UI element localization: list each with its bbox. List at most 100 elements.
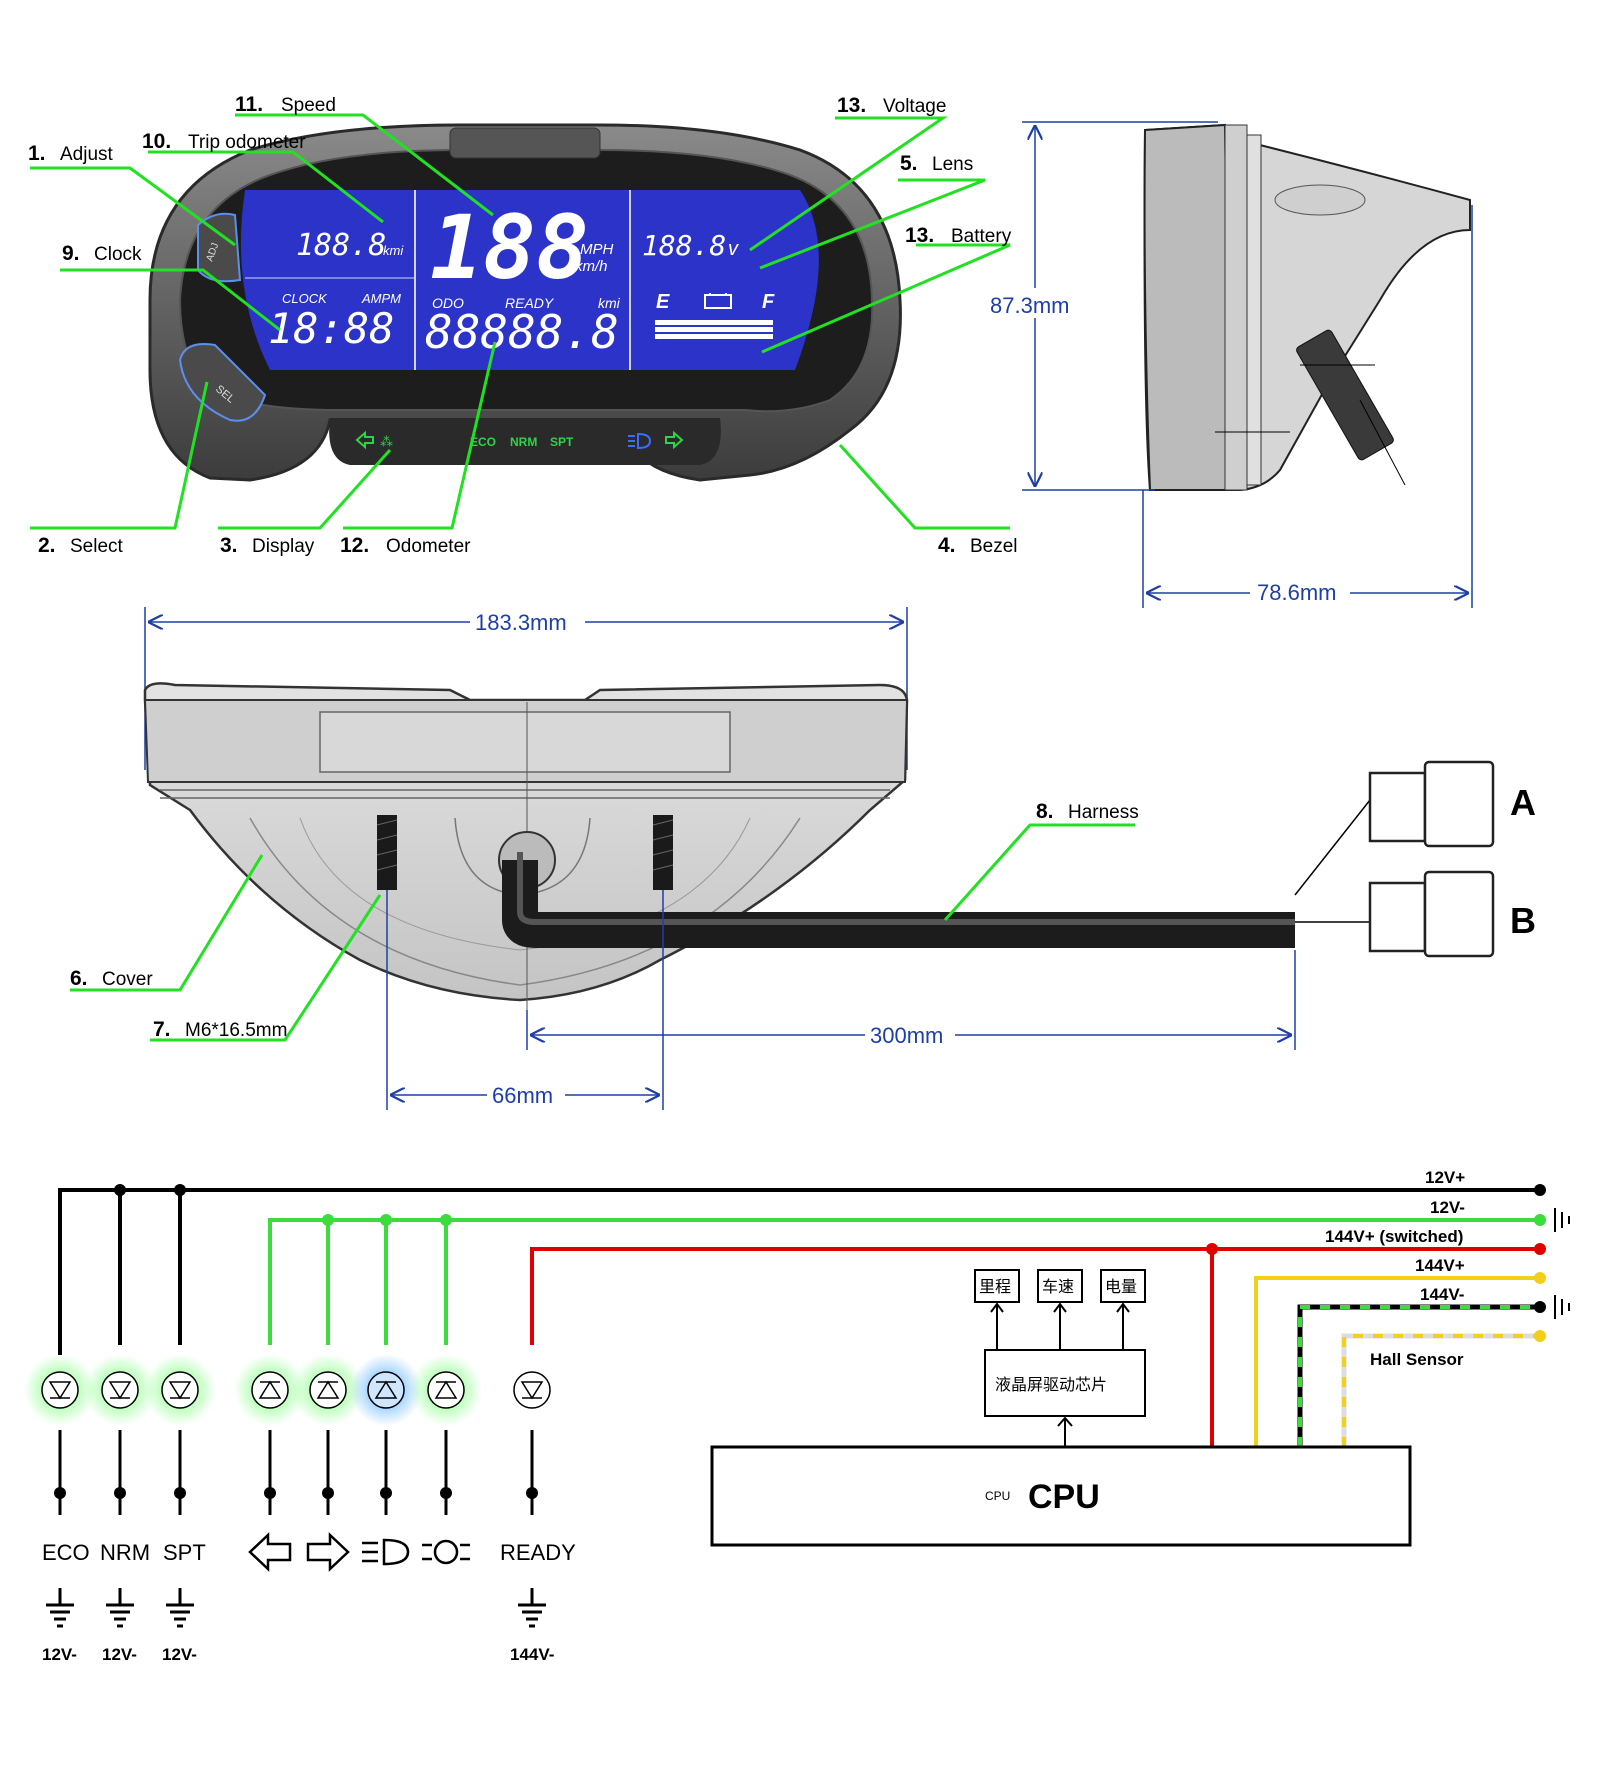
adjust-button[interactable]: ADJ bbox=[197, 212, 242, 283]
back-view: A B bbox=[143, 682, 1536, 1010]
svg-text:183.3mm: 183.3mm bbox=[475, 610, 567, 635]
battery-icon bbox=[704, 293, 732, 309]
battery-bar-graph bbox=[655, 320, 773, 339]
svg-text:Trip odometer: Trip odometer bbox=[188, 132, 306, 153]
svg-text:7.: 7. bbox=[153, 1018, 171, 1041]
ground-icon-12v-minus bbox=[1554, 1208, 1570, 1232]
lcd-odo-label: ODO bbox=[432, 295, 464, 311]
wire-label-144v-minus: 144V- bbox=[1420, 1285, 1464, 1304]
lcd-voltage-unit: v bbox=[728, 238, 739, 260]
callout-select: 2. Select bbox=[38, 534, 124, 557]
svg-text:6.: 6. bbox=[70, 967, 88, 990]
led-label-spt: SPT bbox=[163, 1540, 206, 1565]
svg-text:Harness: Harness bbox=[1068, 802, 1139, 823]
bolt-spacing-dimension: 66mm bbox=[386, 890, 664, 1110]
callout-cover: 6.Cover bbox=[70, 967, 153, 990]
sub-box-speed: 车速 bbox=[1037, 1269, 1083, 1303]
callout-odometer: 12.Odometer bbox=[340, 534, 471, 557]
led-label-eco: ECO bbox=[42, 1540, 90, 1565]
indicator-nrm: NRM bbox=[510, 435, 537, 449]
svg-text:里程: 里程 bbox=[979, 1277, 1011, 1296]
sub-box-odometer: 里程 bbox=[974, 1269, 1020, 1303]
callout-speed: 11. Speed bbox=[235, 93, 336, 116]
callout-trip-odometer: 10. Trip odometer bbox=[142, 130, 306, 153]
lcd-trip-value: 188.8 bbox=[296, 228, 386, 263]
led-label-nrm: NRM bbox=[100, 1540, 150, 1565]
svg-text:78.6mm: 78.6mm bbox=[1257, 580, 1336, 605]
wire-label-hall-sensor: Hall Sensor bbox=[1370, 1350, 1464, 1369]
callout-lens: 5. Lens bbox=[900, 152, 973, 175]
svg-text:10.: 10. bbox=[142, 130, 171, 153]
svg-text:2.: 2. bbox=[38, 534, 56, 557]
lcd-fuel-f: F bbox=[762, 291, 775, 313]
lcd-clock-label: CLOCK bbox=[282, 291, 328, 306]
svg-text:12.: 12. bbox=[340, 534, 369, 557]
lcd-fuel-e: E bbox=[656, 291, 670, 313]
lcd-trip-unit: kmi bbox=[383, 243, 404, 258]
right-turn-symbol-icon bbox=[306, 1532, 350, 1572]
svg-text:Clock: Clock bbox=[94, 244, 142, 265]
sub-box-charge: 电量 bbox=[1100, 1269, 1146, 1303]
connector-b: B bbox=[1368, 870, 1536, 958]
indicator-eco: ECO bbox=[470, 435, 496, 449]
lcd-odo-unit: kmi bbox=[598, 295, 621, 311]
svg-text:300mm: 300mm bbox=[870, 1023, 943, 1048]
svg-text:11.: 11. bbox=[235, 93, 263, 116]
mount-bolt-left bbox=[376, 815, 398, 890]
wire-12v-plus bbox=[58, 1188, 1545, 1355]
ground-label-ready: 144V- bbox=[510, 1645, 554, 1664]
svg-text:B: B bbox=[1510, 900, 1536, 941]
ground-label-spt: 12V- bbox=[162, 1645, 197, 1664]
wire-144v-plus bbox=[1254, 1276, 1545, 1447]
led-left-turn bbox=[234, 1354, 306, 1426]
svg-text:Voltage: Voltage bbox=[883, 96, 946, 117]
ground-label-nrm: 12V- bbox=[102, 1645, 137, 1664]
callout-bezel: 4.Bezel bbox=[938, 534, 1018, 557]
wire-144v-minus bbox=[1297, 1304, 1545, 1447]
svg-text:Battery: Battery bbox=[951, 226, 1012, 247]
wire-12v-minus bbox=[268, 1218, 1545, 1345]
svg-text:3.: 3. bbox=[220, 534, 238, 557]
cpu-prefix: CPU bbox=[985, 1489, 1010, 1503]
back-callout-lines bbox=[70, 823, 1135, 1042]
indicator-strip: ⁂ ECO NRM SPT bbox=[329, 418, 721, 465]
right-turn-icon bbox=[665, 430, 684, 450]
svg-text:M6*16.5mm: M6*16.5mm bbox=[185, 1020, 287, 1041]
wire-label-144v-switched: 144V+ (switched) bbox=[1325, 1227, 1463, 1246]
svg-text:5.: 5. bbox=[900, 152, 918, 175]
wire-label-144v-plus: 144V+ bbox=[1415, 1256, 1465, 1275]
mount-bolt-right bbox=[652, 815, 674, 890]
svg-text:Select: Select bbox=[70, 536, 124, 557]
ground-label-eco: 12V- bbox=[42, 1645, 77, 1664]
side-view bbox=[1143, 123, 1471, 491]
harness-cable bbox=[502, 852, 1295, 948]
left-turn-symbol-icon bbox=[248, 1532, 292, 1572]
wire-label-12v-minus: 12V- bbox=[1430, 1198, 1465, 1217]
svg-text:电量: 电量 bbox=[1105, 1277, 1137, 1296]
svg-text:Bezel: Bezel bbox=[970, 536, 1018, 557]
left-turn-icon bbox=[355, 430, 374, 450]
led-nrm bbox=[84, 1354, 156, 1426]
led-high-beam bbox=[350, 1354, 422, 1426]
parking-light-icon: ⁂ bbox=[380, 435, 393, 450]
top-sensor-window bbox=[449, 127, 601, 159]
svg-text:Lens: Lens bbox=[932, 154, 973, 175]
front-callout-lines bbox=[30, 113, 1011, 530]
lcd-driver-label: 液晶屏驱动芯片 bbox=[995, 1375, 1107, 1394]
svg-text:车速: 车速 bbox=[1042, 1277, 1074, 1296]
ground-icon-144v-minus bbox=[1554, 1295, 1570, 1319]
svg-text:13.: 13. bbox=[905, 224, 934, 247]
callout-harness: 8.Harness bbox=[1036, 800, 1139, 823]
wiring-diagram: 12V+ 12V- 144V+ (switched) 144V+ 144V- H… bbox=[24, 1168, 1570, 1664]
svg-text:⁂: ⁂ bbox=[380, 435, 393, 450]
svg-text:Speed: Speed bbox=[281, 95, 336, 116]
svg-text:Adjust: Adjust bbox=[60, 144, 114, 165]
indicator-spt: SPT bbox=[550, 435, 574, 449]
led-ready bbox=[513, 1371, 551, 1409]
lcd-ampm-label: AMPM bbox=[361, 291, 401, 306]
high-beam-symbol-icon bbox=[362, 1538, 410, 1566]
svg-text:13.: 13. bbox=[837, 94, 866, 117]
lcd-speed-unit-kmh: km/h bbox=[575, 258, 608, 275]
lcd-driver-box bbox=[984, 1349, 1146, 1417]
svg-text:9.: 9. bbox=[62, 242, 80, 265]
